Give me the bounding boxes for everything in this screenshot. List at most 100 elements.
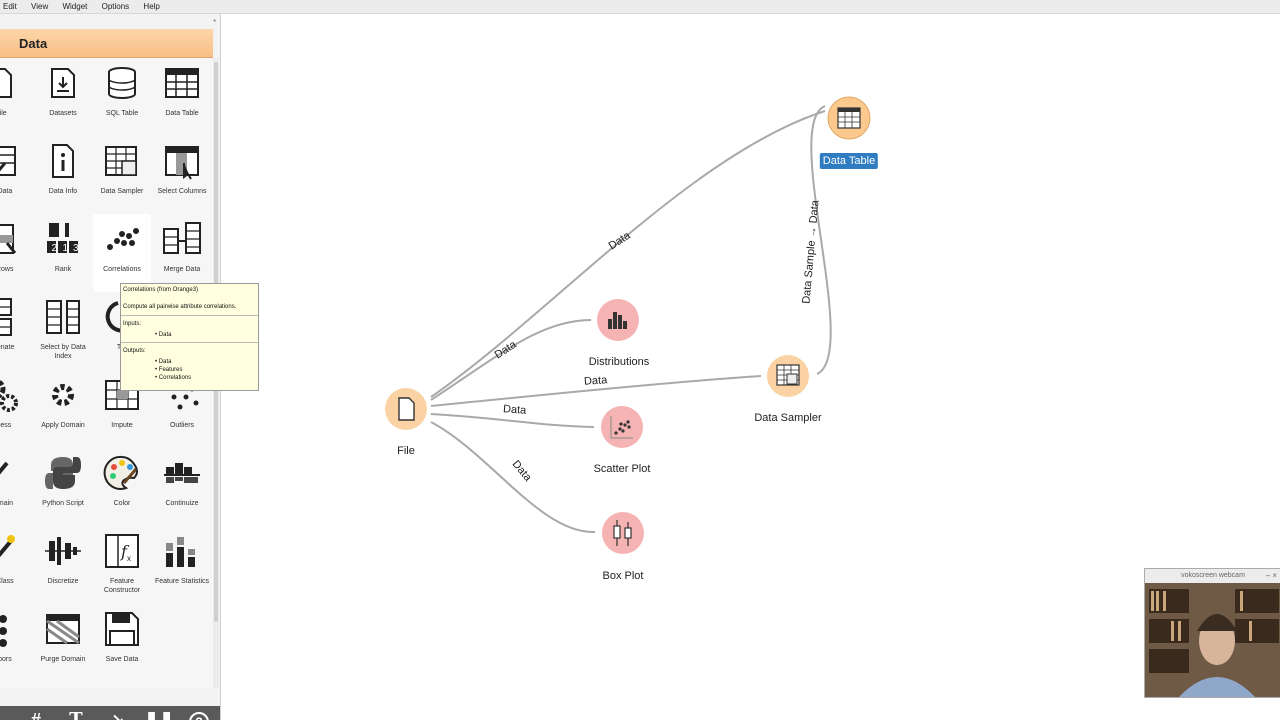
widget-select-by-index[interactable]: Select by Data Index xyxy=(34,292,92,370)
widget-save-data[interactable]: Save Data xyxy=(93,604,151,682)
widget-label: Feature Statistics xyxy=(154,578,210,585)
widget-continuize[interactable]: Continuize xyxy=(153,448,211,526)
widget-label: Impute xyxy=(111,422,133,429)
node-file[interactable] xyxy=(383,386,429,432)
node-label[interactable]: Data Sampler xyxy=(754,412,822,424)
menu-edit[interactable]: Edit xyxy=(3,2,17,11)
widget-tooltip: Correlations (from Orange3) Compute all … xyxy=(120,283,259,391)
widget-merge-data[interactable]: Merge Data xyxy=(153,214,211,292)
widget-paint-data[interactable]: nt Data xyxy=(0,136,30,214)
link-sampler-datatable[interactable] xyxy=(810,105,832,375)
widget-label: Select Columns xyxy=(157,188,207,195)
widget-label: nt Data xyxy=(0,188,13,195)
svg-text:3: 3 xyxy=(73,243,79,254)
python-script-icon xyxy=(45,457,81,489)
menu-view[interactable]: View xyxy=(31,2,49,11)
link-file-datatable[interactable] xyxy=(430,110,826,398)
purge-domain-icon xyxy=(46,614,80,645)
widget-file[interactable]: File xyxy=(0,58,30,136)
select-by-index-icon xyxy=(46,300,80,334)
node-label[interactable]: Distributions xyxy=(588,356,650,368)
workflow-canvas[interactable]: Data Data Data Data Data Data Sample → D… xyxy=(221,14,1280,720)
file-icon xyxy=(0,68,12,98)
link-label: Data xyxy=(502,403,527,417)
widget-correlations[interactable]: Correlations xyxy=(93,214,151,292)
widget-datasets[interactable]: Datasets xyxy=(34,58,92,136)
widget-color[interactable]: Color xyxy=(93,448,151,526)
node-data-table[interactable] xyxy=(826,95,872,141)
link-file-boxplot[interactable] xyxy=(430,421,596,534)
widget-label: Data Info xyxy=(48,188,78,195)
widget-data-sampler[interactable]: Data Sampler xyxy=(93,136,151,214)
category-header-data[interactable]: Data xyxy=(0,29,213,58)
widget-apply-domain[interactable]: Apply Domain xyxy=(34,370,92,448)
widget-label: Domain xyxy=(0,500,14,507)
preprocess-icon xyxy=(0,379,18,412)
widget-label: Save Data xyxy=(105,656,139,663)
widget-edit-domain[interactable]: Domain xyxy=(0,448,30,526)
concatenate-icon xyxy=(0,298,12,336)
text-annotation-icon[interactable]: T xyxy=(69,709,83,720)
widget-label: Datasets xyxy=(49,110,77,117)
widget-select-rows[interactable]: ct Rows xyxy=(0,214,30,292)
node-label-selected[interactable]: Data Table xyxy=(819,153,879,169)
widget-label: Data Sampler xyxy=(100,188,144,195)
widget-select-columns[interactable]: Select Columns xyxy=(153,136,211,214)
pause-icon[interactable]: ❚❚ xyxy=(144,710,175,720)
svg-text:2: 2 xyxy=(52,243,58,254)
grid-icon[interactable]: # xyxy=(30,710,41,720)
link-file-distributions[interactable] xyxy=(430,319,592,401)
tooltip-input-item: Data xyxy=(155,331,258,339)
webcam-title: vokoscreen webcam xyxy=(1181,572,1245,579)
link-file-scatter[interactable] xyxy=(430,413,595,428)
widget-neighbors[interactable]: ghbors xyxy=(0,604,30,682)
widget-label: catenate xyxy=(0,344,15,351)
widget-discretize[interactable]: Discretize xyxy=(34,526,92,604)
menu-help[interactable]: Help xyxy=(143,2,160,11)
menu-widget[interactable]: Widget xyxy=(62,2,88,11)
tooltip-title: Correlations (from Orange3) xyxy=(123,287,199,293)
create-class-icon xyxy=(0,535,15,558)
menu-options[interactable]: Options xyxy=(101,2,130,11)
widget-feature-statistics[interactable]: Feature Statistics xyxy=(153,526,211,604)
widget-data-table[interactable]: Data Table xyxy=(153,58,211,136)
webcam-video xyxy=(1145,583,1280,697)
widget-concatenate[interactable]: catenate xyxy=(0,292,30,370)
widget-label: Apply Domain xyxy=(41,422,85,429)
node-data-sampler[interactable] xyxy=(765,353,811,399)
widget-label: Python Script xyxy=(42,500,84,507)
widget-label: Discretize xyxy=(47,578,79,585)
tooltip-inputs-label: Inputs: xyxy=(123,321,142,327)
node-label[interactable]: Box Plot xyxy=(602,570,644,582)
correlations-icon xyxy=(107,228,139,250)
node-distributions[interactable] xyxy=(595,297,641,343)
node-box-plot[interactable] xyxy=(600,510,646,556)
webcam-window-controls[interactable]: – × xyxy=(1265,571,1277,580)
help-icon[interactable]: ? xyxy=(185,708,213,720)
widget-python-script[interactable]: Python Script xyxy=(34,448,92,526)
tooltip-output-item: Data xyxy=(155,358,258,366)
widget-data-info[interactable]: Data Info xyxy=(34,136,92,214)
node-label[interactable]: Scatter Plot xyxy=(593,463,651,475)
widget-purge-domain[interactable]: Purge Domain xyxy=(34,604,92,682)
webcam-window: vokoscreen webcam – × xyxy=(1144,568,1280,698)
select-columns-icon xyxy=(165,146,199,180)
arrow-annotation-icon[interactable]: ↘ xyxy=(111,711,125,720)
dock-title-bar: ▪ xyxy=(0,14,220,28)
widget-label: SQL Table xyxy=(105,110,139,117)
widget-preprocess[interactable]: rocess xyxy=(0,370,30,448)
widget-create-class[interactable]: te Class xyxy=(0,526,30,604)
widget-sql-table[interactable]: SQL Table xyxy=(93,58,151,136)
node-label[interactable]: File xyxy=(397,445,415,457)
widget-label: Rank xyxy=(54,266,72,273)
link-layer xyxy=(430,105,832,534)
link-file-sampler[interactable] xyxy=(430,375,762,407)
link-label: Data xyxy=(583,374,608,388)
svg-text:x: x xyxy=(127,554,131,563)
tooltip-description: Compute all pairwise attribute correlati… xyxy=(121,294,258,316)
dock-close-icon[interactable]: ▪ xyxy=(213,16,216,25)
node-scatter-plot[interactable] xyxy=(599,404,645,450)
datasets-icon xyxy=(51,68,75,98)
